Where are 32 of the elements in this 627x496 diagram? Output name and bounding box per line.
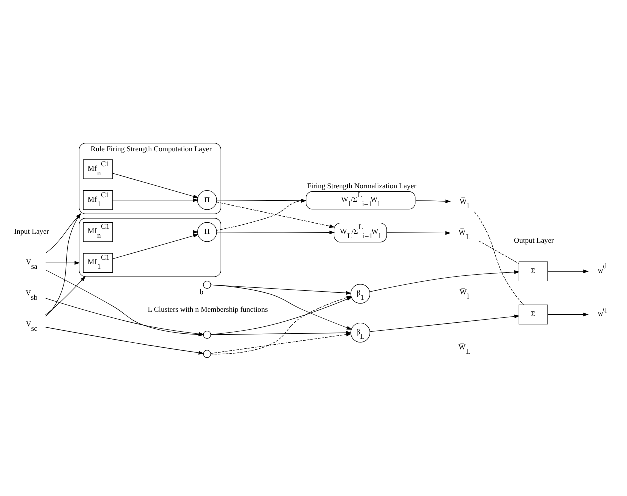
node-label: Firing Strength Normalization Layer — [307, 181, 417, 190]
arrow — [210, 332, 352, 354]
arrow — [112, 172, 199, 198]
arrow — [370, 270, 520, 292]
arrow — [216, 202, 335, 228]
arrow — [386, 230, 451, 235]
arrow — [548, 312, 589, 316]
label: Input Layer — [14, 226, 50, 236]
arrow — [416, 199, 452, 203]
node-label: b — [200, 287, 204, 296]
node-circle: Π — [197, 190, 218, 210]
arrow — [216, 230, 336, 234]
connector — [474, 211, 524, 305]
arrow — [112, 234, 199, 259]
arrow — [216, 198, 307, 230]
arrow — [548, 269, 589, 274]
cluster — [79, 218, 222, 277]
arrow — [45, 276, 86, 315]
arrow — [112, 230, 199, 234]
label: L Clusters with n Membership functions — [148, 304, 268, 314]
node-circle — [203, 350, 212, 358]
node-circle: Π — [197, 222, 218, 242]
node-box: Σ — [518, 261, 548, 281]
arrow — [112, 198, 199, 202]
arrow — [46, 260, 80, 264]
node-box: Σ — [518, 304, 548, 324]
node-circle — [203, 280, 212, 288]
arrow — [370, 314, 520, 332]
arrow — [216, 198, 307, 202]
connector — [478, 240, 520, 264]
label: Output Layer — [514, 235, 554, 244]
node-circle — [203, 330, 212, 338]
